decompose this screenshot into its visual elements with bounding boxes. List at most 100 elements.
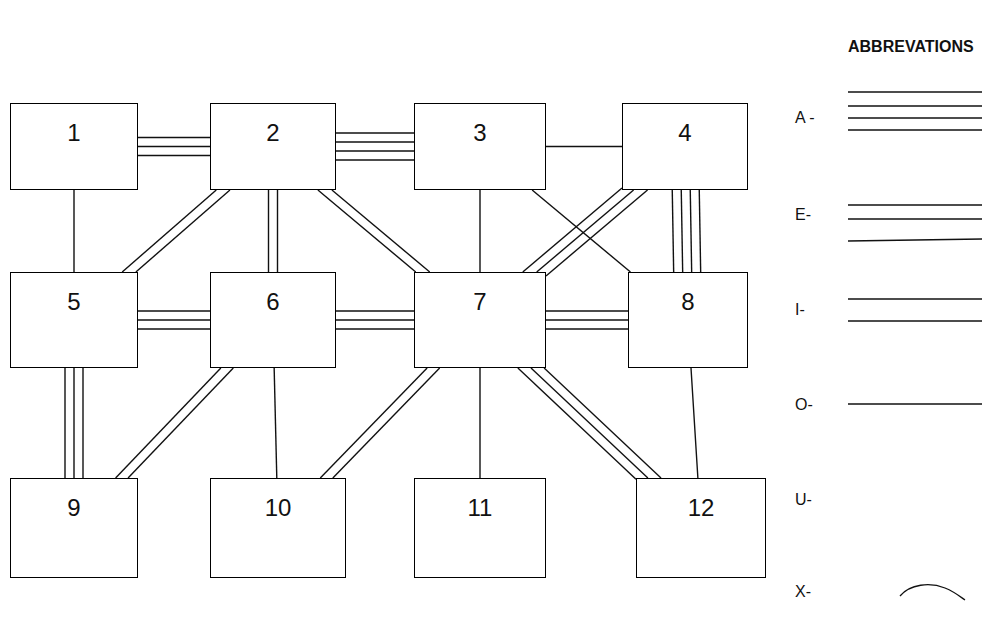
department-box: 9	[10, 478, 138, 578]
box-number: 6	[211, 273, 335, 315]
relationship-stroke	[336, 150, 414, 151]
relationship-line	[546, 311, 628, 329]
department-box: 10	[210, 478, 346, 578]
o-sample	[848, 403, 982, 404]
box-number: 4	[623, 104, 747, 146]
a-sample	[848, 92, 982, 130]
relationship-stroke	[336, 132, 414, 133]
relationship-stroke	[523, 188, 622, 272]
relationship-stroke	[672, 190, 673, 272]
relationship-line	[274, 368, 277, 478]
i-sample	[848, 299, 982, 321]
relationship-line	[65, 368, 83, 478]
box-number: 7	[415, 273, 545, 315]
relationship-stroke	[699, 190, 700, 272]
relationship-line	[269, 190, 278, 272]
department-box: 7	[414, 272, 546, 368]
box-number: 8	[629, 273, 747, 315]
legend-code: E-	[795, 206, 811, 224]
relationship-stroke	[268, 190, 269, 272]
box-number: 2	[211, 104, 335, 146]
relationship-line	[74, 190, 75, 272]
relationship-stroke	[336, 310, 414, 311]
relationship-stroke	[479, 190, 480, 272]
legend-code: O-	[795, 396, 813, 414]
relationship-stroke	[138, 319, 210, 320]
relationship-stroke	[122, 190, 216, 272]
relationship-stroke	[138, 310, 210, 311]
relationship-stroke	[138, 155, 210, 156]
relationship-stroke	[336, 319, 414, 320]
relationship-stroke	[546, 146, 622, 147]
relationship-stroke	[116, 368, 221, 478]
relationship-line	[546, 146, 622, 147]
box-number: 12	[637, 479, 765, 521]
box-number: 3	[415, 104, 545, 146]
relationship-stroke	[537, 190, 634, 272]
relationship-stroke	[138, 137, 210, 138]
relationship-line	[523, 188, 648, 276]
e-sample	[848, 205, 982, 241]
relationship-stroke	[681, 190, 682, 272]
relationship-stroke	[73, 190, 74, 272]
box-number: 5	[11, 273, 137, 315]
department-box: 4	[622, 103, 748, 190]
relationship-stroke	[274, 368, 277, 478]
box-number: 1	[11, 104, 137, 146]
relationship-line	[320, 368, 439, 478]
legend-code: X-	[795, 583, 811, 601]
relationship-stroke	[320, 368, 427, 478]
relationship-line	[532, 190, 630, 272]
relationship-stroke	[336, 141, 414, 142]
relationship-line	[518, 368, 661, 479]
relationship-line	[318, 190, 430, 272]
department-box: 8	[628, 272, 748, 368]
relationship-line	[138, 138, 210, 156]
relationship-stroke	[333, 368, 440, 478]
department-box: 5	[10, 272, 138, 368]
legend-heading: ABBREVATIONS	[848, 38, 974, 56]
relationship-stroke	[479, 368, 480, 478]
department-box: 11	[414, 478, 546, 578]
relationship-line	[480, 368, 481, 478]
relationship-stroke	[64, 368, 65, 478]
department-box: 3	[414, 103, 546, 190]
relationship-stroke	[336, 328, 414, 329]
relationship-stroke	[546, 310, 628, 311]
department-box: 2	[210, 103, 336, 190]
legend-code: U-	[795, 491, 812, 509]
relationship-stroke	[277, 190, 278, 272]
relationship-stroke	[136, 190, 230, 272]
box-number: 10	[211, 479, 345, 521]
box-number: 11	[415, 479, 545, 521]
relationship-stroke	[318, 190, 416, 272]
relationship-line	[116, 368, 234, 478]
relationship-stroke	[138, 328, 210, 329]
relationship-stroke	[73, 368, 74, 478]
relationship-stroke	[518, 368, 636, 479]
relationship-stroke	[332, 190, 430, 272]
relationship-stroke	[531, 368, 648, 478]
relationship-stroke	[544, 368, 661, 478]
relationship-stroke	[546, 190, 648, 276]
relationship-stroke	[690, 190, 691, 272]
relationship-stroke	[691, 368, 698, 478]
relationship-stroke	[82, 368, 83, 478]
department-box: 1	[10, 103, 138, 190]
relationship-line	[480, 190, 481, 272]
relationship-line	[122, 190, 230, 272]
relationship-line	[336, 133, 414, 160]
relationship-line	[138, 311, 210, 329]
relationship-stroke	[532, 190, 630, 272]
relationship-stroke	[336, 159, 414, 160]
x-sample	[900, 585, 965, 600]
relationship-stroke	[546, 319, 628, 320]
relationship-stroke	[128, 368, 233, 478]
relationship-line	[672, 190, 700, 272]
department-box: 12	[636, 478, 766, 578]
legend-code: I-	[795, 301, 805, 319]
relationship-stroke	[138, 146, 210, 147]
relationship-line	[336, 311, 414, 329]
relationship-line	[691, 368, 698, 478]
